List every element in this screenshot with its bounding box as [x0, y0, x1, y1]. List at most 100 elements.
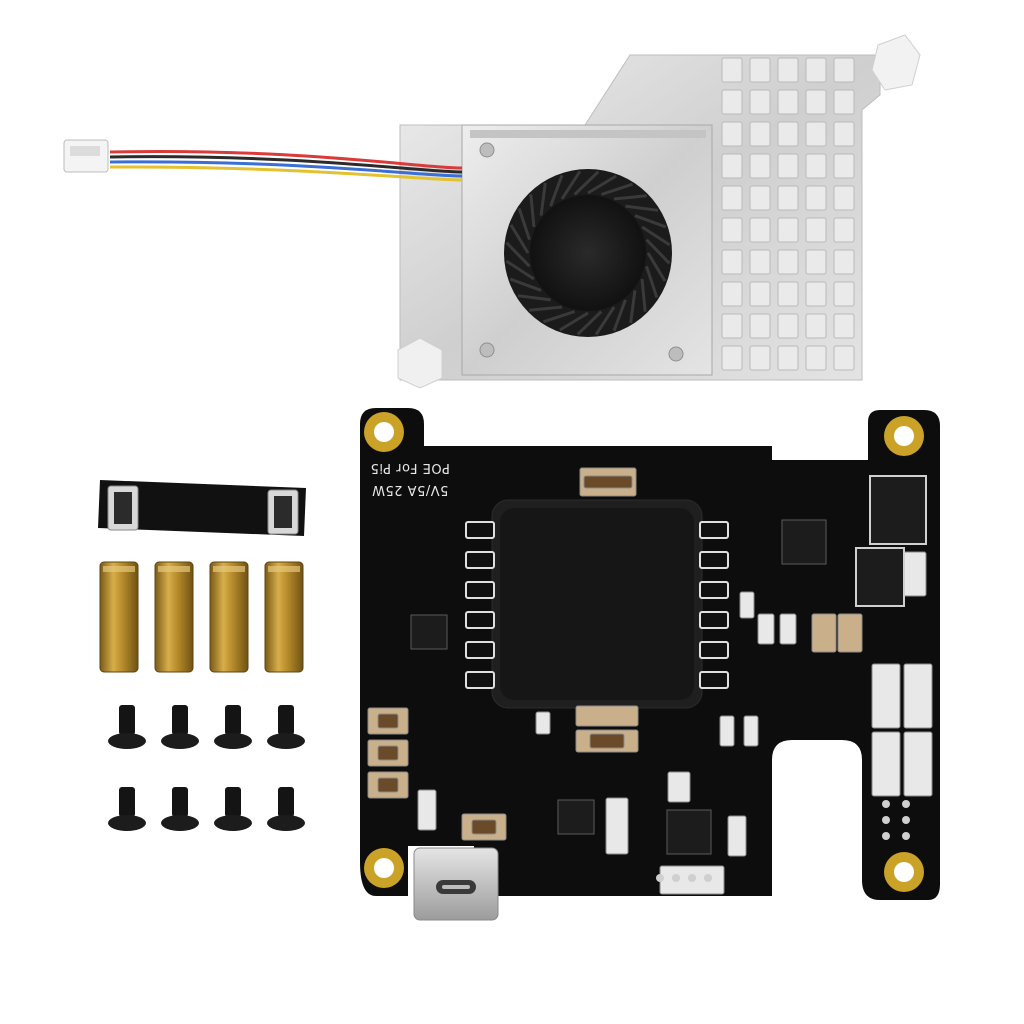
smd-part [535, 711, 551, 735]
fan-blade [517, 207, 531, 241]
transformer-pin [699, 641, 729, 659]
standoff-highlight [268, 566, 300, 572]
fan-blade [600, 182, 634, 196]
fan-blade [517, 294, 551, 302]
transformer-pin [465, 581, 495, 599]
screw-head [161, 733, 199, 749]
heatsink-fin [833, 345, 855, 371]
fan-blades [505, 170, 671, 336]
fan-blade [640, 278, 647, 312]
screw-head [214, 815, 252, 831]
screw-shank [225, 787, 241, 817]
heatsink-fin [777, 185, 799, 211]
heatsink-fin [749, 217, 771, 243]
brass-standoff [209, 561, 249, 673]
screw-shank [172, 705, 188, 735]
fan-blade [509, 277, 542, 292]
heatsink-fin [721, 249, 743, 275]
heatsink-fins [721, 57, 855, 371]
smd-part [837, 613, 863, 653]
mount-post-top-right [871, 34, 921, 91]
fan-blade [646, 252, 667, 282]
fan-blade [612, 299, 627, 332]
fan-blade [505, 259, 535, 281]
heatsink-fin [749, 185, 771, 211]
heatsink-fin [749, 313, 771, 339]
via-pad [882, 816, 890, 824]
heatsink-fin [833, 313, 855, 339]
via-pad [882, 800, 890, 808]
heatsink-fin [833, 57, 855, 83]
heatsink-fin [805, 89, 827, 115]
fan-blade [576, 310, 603, 336]
brass-standoffs [99, 561, 304, 673]
fan-screw-bottom-left [479, 342, 495, 358]
fan-hub [530, 195, 646, 311]
screw-head [214, 733, 252, 749]
heatsink-fin [833, 89, 855, 115]
screw-head [161, 815, 199, 831]
smd-components [367, 467, 933, 895]
smd-part [903, 663, 933, 729]
screw-shank [278, 787, 294, 817]
transformer-pin [465, 641, 495, 659]
heatsink-fin [721, 217, 743, 243]
fan-blade [573, 170, 600, 196]
smd-part [575, 705, 639, 727]
transformer-pin [699, 671, 729, 689]
poe-hat-board: 5V/5A 25W POE For Pi5 [360, 408, 940, 921]
standoff-highlight [158, 566, 190, 572]
silkscreen-rating: 5V/5A 25W [372, 482, 449, 497]
smd-part [589, 733, 625, 749]
heatsink-fin [805, 313, 827, 339]
heatsink-fin [777, 57, 799, 83]
ffc-ribbon-cable [98, 480, 306, 536]
smd-part [377, 745, 399, 761]
transformer-pin [699, 581, 729, 599]
brass-standoff [264, 561, 304, 673]
fan-blade [509, 224, 530, 254]
smd-part [471, 819, 497, 835]
smd-part [811, 613, 837, 653]
ic-chips [410, 475, 927, 855]
screw-head [267, 733, 305, 749]
heatsink-fin [777, 217, 799, 243]
transformer-pin [465, 521, 495, 539]
fan-screw-top-left [479, 142, 495, 158]
heatsink-fin [777, 313, 799, 339]
smd-part [417, 789, 437, 831]
fan-blade [641, 225, 671, 247]
smd-part [667, 771, 691, 803]
fan-blade [559, 311, 589, 332]
smd-part [871, 663, 901, 729]
heatsink-fin [805, 281, 827, 307]
screw-shank [119, 705, 135, 735]
transformer-pin [465, 611, 495, 629]
fan-cable [109, 149, 463, 182]
heatsink-fin [833, 185, 855, 211]
fan-blade [505, 241, 531, 268]
heatsink-fin [805, 153, 827, 179]
fan-blade [625, 204, 659, 212]
fan-blade [645, 265, 659, 299]
fan-blade [645, 238, 671, 265]
via-pad [882, 832, 890, 840]
heatsink-fin [805, 121, 827, 147]
smd-part [903, 731, 933, 797]
fan-blade [542, 310, 576, 324]
smd-part [743, 715, 759, 747]
heatsink-fin [833, 249, 855, 275]
heatsink-fin [749, 249, 771, 275]
transformer-pin [699, 611, 729, 629]
fan-blade [587, 174, 617, 195]
fan-blade [539, 182, 547, 216]
via-pad [902, 832, 910, 840]
heatsink-fin [805, 249, 827, 275]
heatsink-fin [777, 249, 799, 275]
fan-blade [613, 194, 647, 201]
fan-blade [634, 214, 667, 229]
heatsink-fin [721, 345, 743, 371]
heatsink-fin [777, 281, 799, 307]
screw-shank [225, 705, 241, 735]
